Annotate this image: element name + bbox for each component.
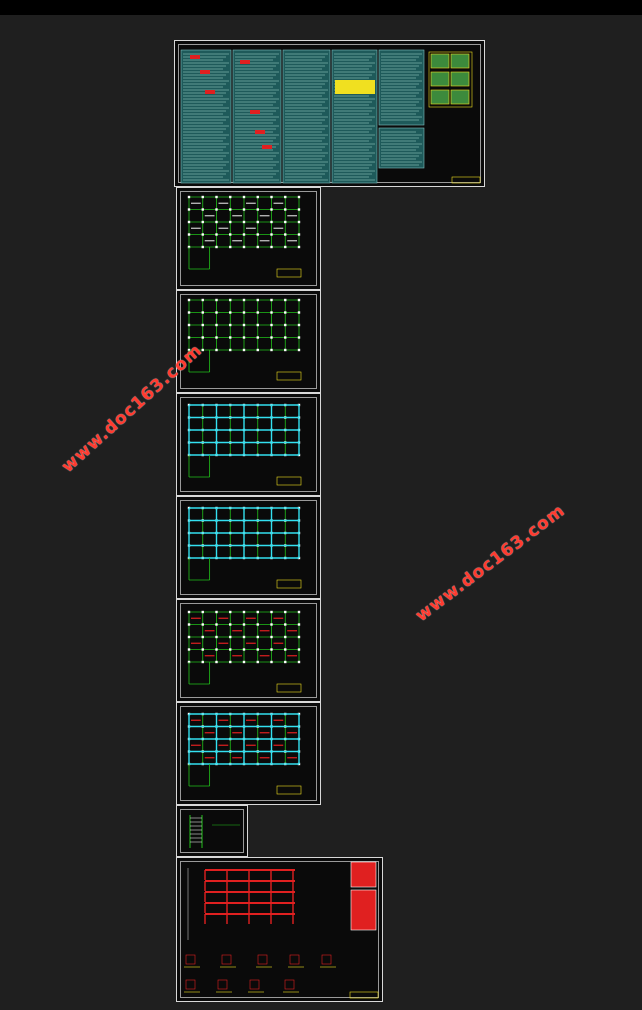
sheet-column-plan[interactable] xyxy=(176,290,321,393)
sheet-beam-plan-1[interactable] xyxy=(176,393,321,496)
sheet-slab-plan-1[interactable] xyxy=(176,599,321,702)
sheet-slab-plan-2[interactable] xyxy=(176,702,321,805)
sheet-stair-detail[interactable] xyxy=(176,805,248,857)
sheet-foundation-plan[interactable] xyxy=(176,187,321,290)
sheet-beam-plan-2[interactable] xyxy=(176,496,321,599)
top-bar xyxy=(0,0,642,15)
